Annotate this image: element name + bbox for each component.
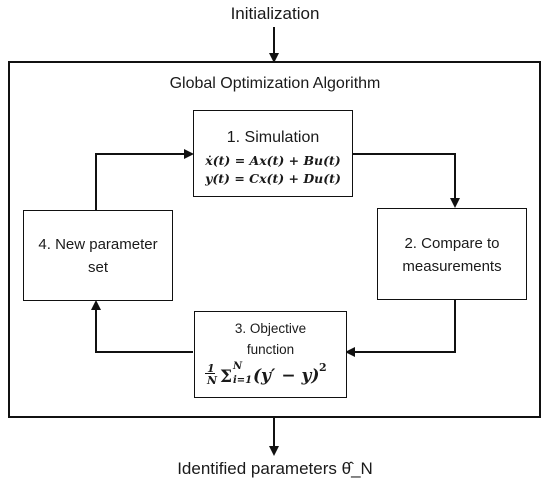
identified-parameters-text: Identified parameters θ̂_N (177, 459, 373, 478)
objective-line2: function (246, 342, 295, 357)
compare-line1: 2. Compare to (404, 235, 500, 252)
state-equation: ẋ(t) = Ax(t) + Bu(t) (205, 153, 341, 168)
new-parameter-box: 4. New parameter set (23, 210, 173, 301)
objective-box: 3. Objective function 1 N Σ N i=1 (y′ − … (194, 311, 347, 398)
objective-line1: 3. Objective (234, 321, 307, 336)
compare-box: 2. Compare to measurements (377, 208, 527, 300)
arrow-objective-to-newparams (91, 300, 193, 353)
arrow-newparams-to-sim (95, 149, 194, 210)
compare-line2: measurements (402, 258, 502, 275)
newparam-line2: set (87, 259, 108, 276)
simulation-title: 1. Simulation (226, 129, 320, 146)
identified-parameters-label: Identified parameters θ̂_N (130, 459, 420, 479)
simulation-box: 1. Simulation ẋ(t) = Ax(t) + Bu(t) y(t) … (193, 110, 353, 197)
arrow-compare-to-objective (345, 300, 456, 357)
output-equation: y(t) = Cx(t) + Du(t) (205, 171, 341, 186)
outer-title: Global Optimization Algorithm (169, 75, 381, 92)
arrow-sim-to-compare (353, 153, 460, 208)
initialization-label: Initialization (230, 4, 320, 23)
newparam-line1: 4. New parameter (38, 236, 158, 253)
objective-formula: 1 N Σ N i=1 (y′ − y) 2 (205, 361, 327, 387)
